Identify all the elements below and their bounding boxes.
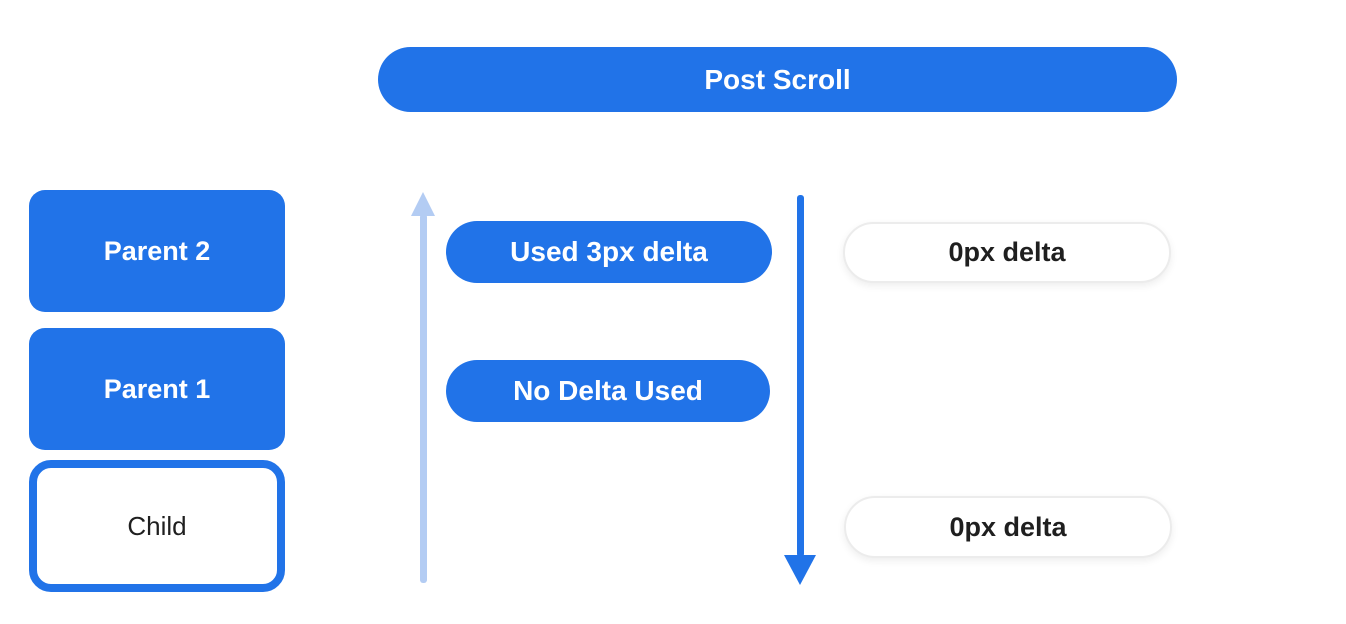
used-delta-pill: Used 3px delta xyxy=(446,221,772,283)
post-scroll-banner: Post Scroll xyxy=(378,47,1177,112)
down-arrow-shaft xyxy=(797,195,804,557)
child-box: Child xyxy=(29,460,285,592)
up-arrow-shaft xyxy=(420,214,427,583)
zero-delta-pill-bottom: 0px delta xyxy=(844,496,1172,558)
up-arrowhead-icon xyxy=(411,192,435,216)
no-delta-pill: No Delta Used xyxy=(446,360,770,422)
down-arrowhead-icon xyxy=(784,555,816,585)
zero-delta-pill-top: 0px delta xyxy=(843,222,1171,283)
parent1-box: Parent 1 xyxy=(29,328,285,450)
parent2-box: Parent 2 xyxy=(29,190,285,312)
